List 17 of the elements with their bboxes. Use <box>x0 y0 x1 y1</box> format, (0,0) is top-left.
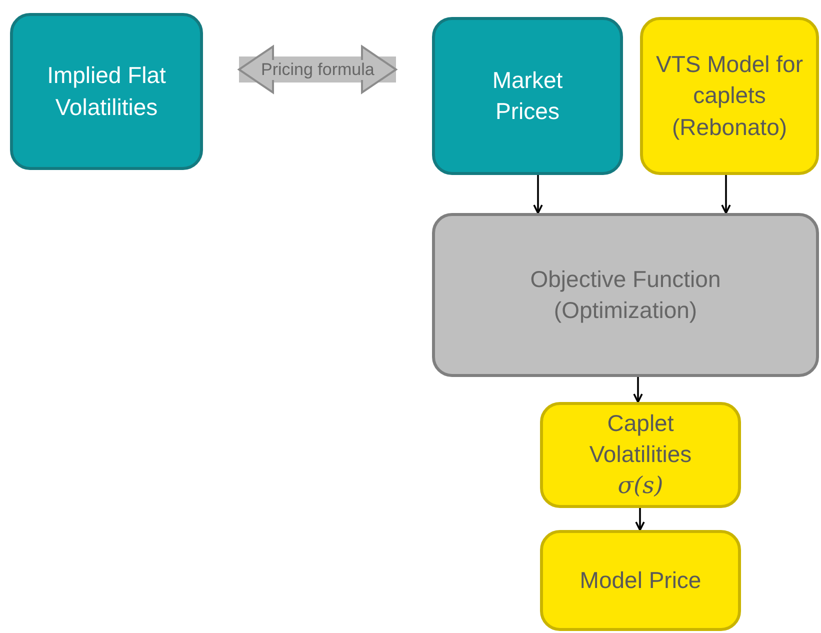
double-arrow <box>238 46 397 94</box>
arrow <box>635 508 645 531</box>
node-text: Implied Flat Volatilities <box>46 61 167 122</box>
node-text: Model Price <box>580 566 702 595</box>
process-box <box>540 530 741 631</box>
node-text: Objective Function (Optimization) <box>529 264 722 325</box>
formula-text: σ(s) <box>618 472 664 501</box>
process-box <box>540 402 741 508</box>
node-text: VTS Model for caplets (Rebonato) <box>655 50 804 142</box>
process-box <box>640 17 819 175</box>
process-box <box>432 213 819 377</box>
arrow <box>721 175 731 214</box>
arrow <box>533 175 543 214</box>
process-box <box>432 17 623 175</box>
process-box <box>10 13 203 170</box>
arrow <box>633 377 643 403</box>
node-text: Market Prices <box>491 66 564 126</box>
